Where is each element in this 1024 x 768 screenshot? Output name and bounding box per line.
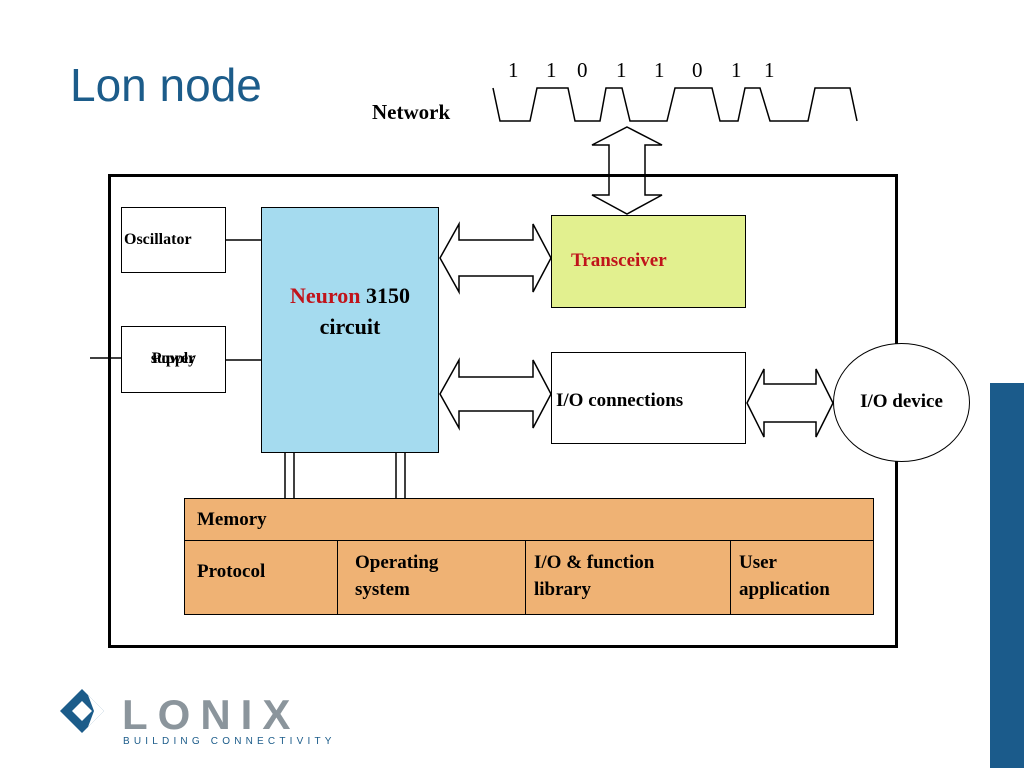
- memory-cell-line1: Protocol: [197, 561, 266, 582]
- memory-cell-divider: [730, 540, 731, 614]
- bit-2: 0: [577, 58, 588, 82]
- neuron-circuit-block: Neuron 3150 circuit: [261, 207, 439, 453]
- bit-6: 1: [731, 58, 742, 82]
- bit-5: 0: [692, 58, 703, 82]
- power-supply-label: Power supply: [122, 337, 225, 367]
- memory-cell-io-function-library: I/O & function library: [534, 549, 654, 623]
- lonix-logo-tagline: BUILDING CONNECTIVITY: [123, 736, 336, 747]
- io-connections-block: I/O connections: [551, 352, 746, 444]
- network-signal-waveform: [492, 87, 858, 122]
- power-supply-block: Power supply: [121, 326, 226, 393]
- memory-header: Memory: [197, 509, 267, 530]
- memory-cell-line2: system: [355, 579, 410, 600]
- neuron-number: 3150: [366, 283, 410, 308]
- memory-cell-line1: I/O & function: [534, 552, 655, 573]
- bit-7: 1: [764, 58, 775, 82]
- memory-block: Memory Protocol Operating system I/O & f…: [184, 498, 874, 615]
- lonix-logo-wordmark: LONIX: [122, 691, 301, 738]
- memory-divider: [185, 540, 873, 541]
- transceiver-network-arrow: [591, 126, 663, 215]
- memory-cell-divider: [337, 540, 338, 614]
- io-device-label: I/O device: [860, 391, 943, 412]
- neuron-word: Neuron: [290, 283, 361, 308]
- power-supply-label-line2: supply: [150, 350, 197, 367]
- bit-1: 1: [546, 58, 557, 82]
- memory-cell-operating-system: Operating system: [355, 549, 438, 623]
- oscillator-block: Oscillator: [121, 207, 226, 273]
- bit-3: 1: [616, 58, 627, 82]
- transceiver-block: Transceiver: [551, 215, 746, 308]
- power-supply-label-line1: Power: [151, 350, 196, 367]
- bit-0: 1: [508, 58, 519, 82]
- neuron-circuit-label: Neuron 3150 circuit: [262, 280, 438, 342]
- neuron-circuit-word: circuit: [319, 314, 381, 339]
- memory-cell-divider: [525, 540, 526, 614]
- memory-cell-line2: application: [739, 579, 830, 600]
- memory-cell-line1: Operating: [355, 552, 439, 573]
- oscillator-label: Oscillator: [124, 231, 192, 248]
- transceiver-label: Transceiver: [571, 250, 667, 271]
- io-connections-label: I/O connections: [556, 390, 684, 411]
- memory-cell-line2: library: [534, 579, 591, 600]
- io-device-circle: I/O device: [833, 343, 970, 462]
- memory-cell-user-application: User application: [739, 549, 830, 623]
- memory-cell-line1: User: [739, 552, 777, 573]
- memory-cell-protocol: Protocol: [197, 558, 265, 632]
- network-label: Network: [372, 100, 451, 124]
- bit-4: 1: [654, 58, 665, 82]
- lonix-logo-icon: [60, 689, 104, 733]
- slide-title: Lon node: [70, 59, 262, 111]
- side-accent-bar: [990, 383, 1024, 768]
